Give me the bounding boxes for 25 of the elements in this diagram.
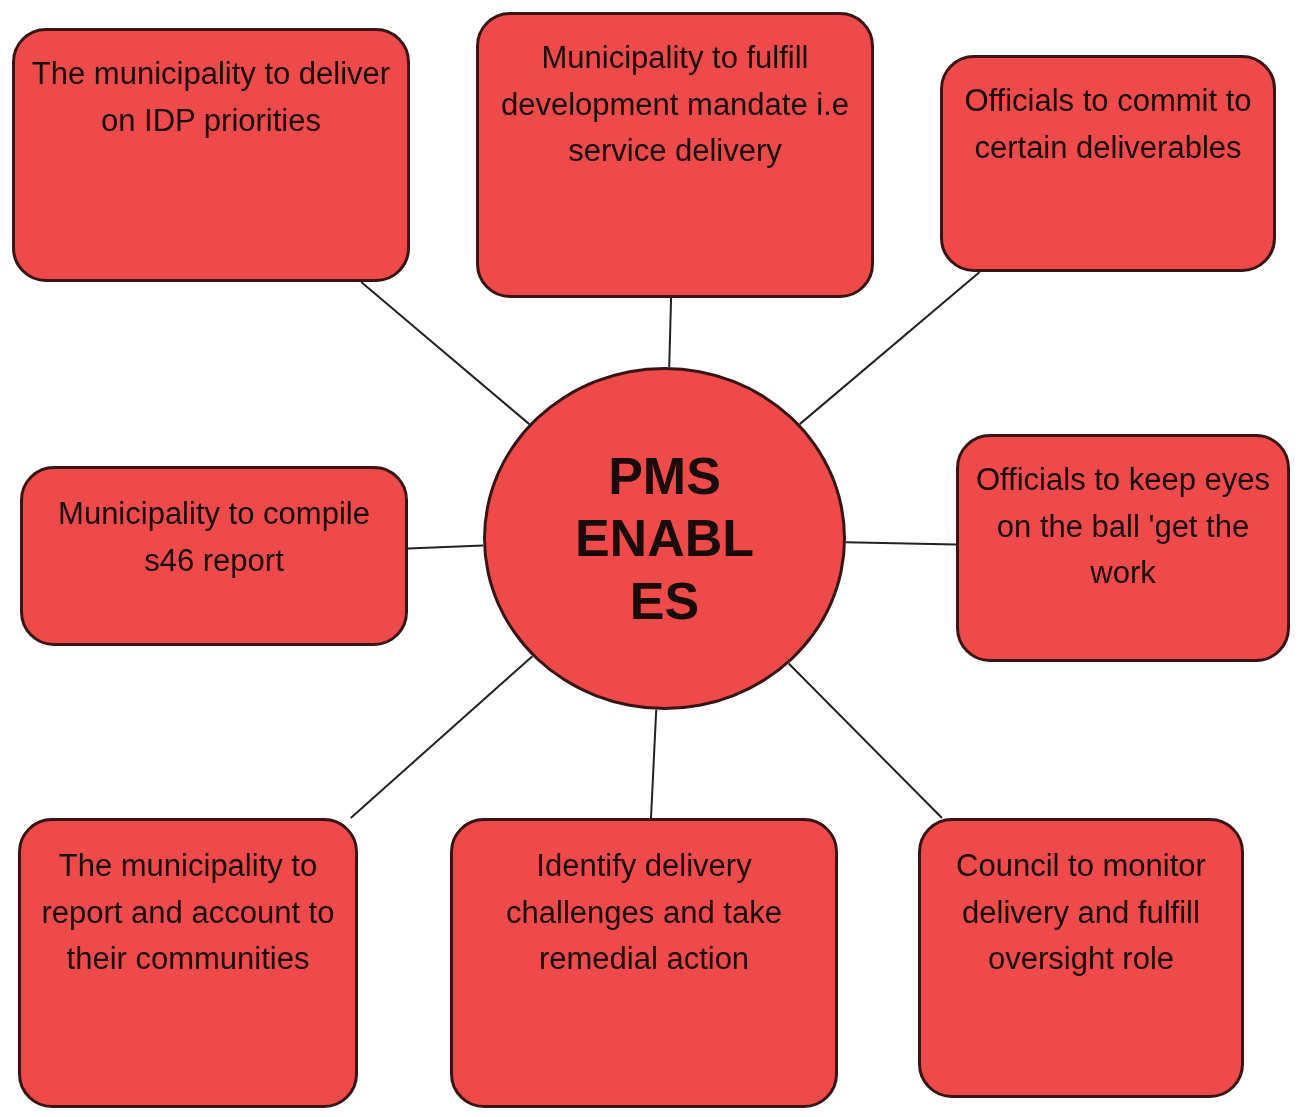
connector-line bbox=[668, 297, 673, 369]
box-text: Officials to commit to certain deliverables bbox=[963, 82, 1253, 167]
process-box bbox=[918, 818, 1244, 1098]
process-box bbox=[18, 818, 358, 1108]
process-box bbox=[956, 434, 1290, 662]
process-box bbox=[940, 55, 1276, 272]
box-text: Municipality to fulfill development mandate i.e service delivery bbox=[499, 39, 851, 170]
process-box bbox=[450, 818, 838, 1108]
connector-line bbox=[798, 271, 981, 426]
connector-line bbox=[349, 655, 534, 819]
connector-line bbox=[360, 281, 531, 426]
process-box bbox=[20, 466, 408, 646]
connector-line bbox=[650, 708, 658, 819]
process-box bbox=[12, 28, 410, 282]
box-text: PMS ENABL ES bbox=[573, 445, 756, 632]
process-box bbox=[476, 12, 874, 298]
connector-line bbox=[407, 544, 485, 550]
box-text: Council to monitor delivery and fulfill oversight role bbox=[955, 847, 1207, 978]
box-text: Municipality to compile s46 report bbox=[57, 495, 371, 580]
connector-line bbox=[844, 541, 957, 546]
connector-line bbox=[787, 662, 943, 819]
box-text: The municipality to deliver on IDP priorities bbox=[30, 55, 392, 140]
box-text: The municipality to report and account to their communities bbox=[40, 847, 336, 978]
box-text: Officials to keep eyes on the ball 'get the work bbox=[974, 461, 1272, 592]
box-text: Identify delivery challenges and take remedial action bbox=[505, 847, 783, 978]
